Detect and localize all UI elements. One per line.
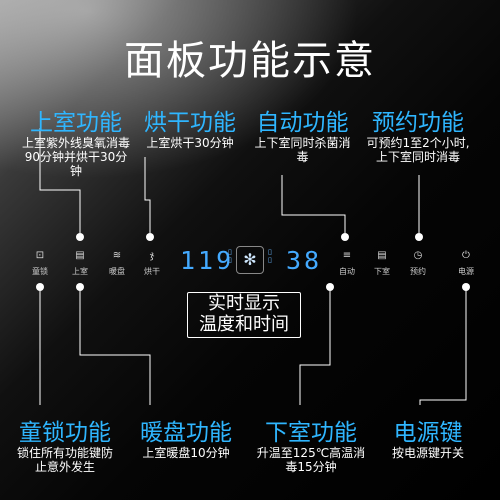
callout-dry: 烘干功能 上室烘干30分钟 (135, 110, 245, 150)
connector-dot (76, 233, 84, 241)
display-caption-line1: 实时显示 (208, 293, 280, 314)
callout-desc: 上下室同时杀菌消毒 (254, 136, 351, 164)
warm-plate-icon: ≋ (112, 250, 122, 261)
key-warm-plate[interactable]: ≋ 暖盘 (97, 250, 137, 277)
key-label: 烘干 (144, 267, 160, 276)
callout-auto: 自动功能 上下室同时杀菌消毒 (250, 110, 355, 164)
connector-dot (341, 233, 349, 241)
key-label: 自动 (339, 267, 355, 276)
callout-power: 电源键 按电源键开关 (378, 420, 478, 460)
callout-title: 烘干功能 (144, 110, 236, 136)
callout-title: 自动功能 (256, 110, 349, 136)
auto-icon: ≡ (342, 250, 352, 261)
callout-lower-chamber: 下室功能 升温至125℃高温消毒15分钟 (255, 420, 367, 474)
temperature-display: 119 (180, 246, 235, 275)
display-indicator: ▯▯ (268, 248, 272, 264)
key-label: 预约 (410, 267, 426, 276)
key-power[interactable]: ⏻ 电源 (446, 250, 486, 277)
callout-desc: 按电源键开关 (391, 446, 464, 460)
callout-desc: 上室紫外线臭氧消毒90分钟并烘干30分钟 (21, 136, 130, 178)
callout-title: 下室功能 (265, 420, 357, 446)
connector-dot (462, 283, 470, 291)
key-lower-chamber[interactable]: ▤ 下室 (362, 250, 402, 277)
callout-desc: 可预约1至2个小时,上下室同时消毒 (366, 136, 470, 164)
callout-title: 童锁功能 (19, 420, 111, 446)
clock-icon: ◷ (413, 250, 423, 261)
key-label: 下室 (374, 267, 390, 276)
callout-child-lock: 童锁功能 锁住所有功能键防止意外发生 (15, 420, 115, 474)
dry-icon: ჯ (149, 250, 155, 261)
callout-desc: 升温至125℃高温消毒15分钟 (256, 446, 366, 474)
time-display: 38 (286, 246, 323, 275)
callout-schedule: 预约功能 可预约1至2个小时,上下室同时消毒 (362, 110, 474, 164)
connector-dot (146, 233, 154, 241)
lower-chamber-icon: ▤ (377, 250, 387, 261)
key-label: 童锁 (32, 267, 48, 276)
key-upper-chamber[interactable]: ▤ 上室 (60, 250, 100, 277)
connector-dot (76, 283, 84, 291)
fan-icon: ✻ (236, 246, 264, 274)
key-dry[interactable]: ჯ 烘干 (132, 250, 172, 277)
callout-title: 暖盘功能 (140, 420, 232, 446)
control-panel: ⊡ 童锁 ▤ 上室 ≋ 暖盘 ჯ 烘干 ≡ 自动 ▤ 下室 ◷ 预约 ⏻ 电源 (0, 250, 500, 290)
callout-title: 预约功能 (372, 110, 464, 136)
callout-upper-chamber: 上室功能 上室紫外线臭氧消毒90分钟并烘干30分钟 (20, 110, 132, 178)
connector-dot (326, 283, 334, 291)
key-schedule[interactable]: ◷ 预约 (398, 250, 438, 277)
display-caption-box: 实时显示 温度和时间 (187, 292, 301, 338)
callout-title: 上室功能 (30, 110, 122, 136)
key-label: 暖盘 (109, 267, 125, 276)
upper-chamber-icon: ▤ (75, 250, 85, 261)
key-child-lock[interactable]: ⊡ 童锁 (20, 250, 60, 277)
page-title: 面板功能示意 (124, 38, 376, 84)
key-label: 电源 (458, 267, 474, 276)
callout-warm-plate: 暖盘功能 上室暖盘10分钟 (130, 420, 242, 460)
key-auto[interactable]: ≡ 自动 (327, 250, 367, 277)
lock-icon: ⊡ (35, 250, 45, 261)
callout-desc: 上室烘干30分钟 (146, 136, 234, 150)
connector-dot (415, 233, 423, 241)
power-icon: ⏻ (462, 250, 470, 261)
callout-title: 电源键 (393, 420, 463, 446)
callout-desc: 锁住所有功能键防止意外发生 (16, 446, 113, 474)
display-indicator: ▯▯ (228, 248, 232, 264)
connector-dot (36, 283, 44, 291)
callout-desc: 上室暖盘10分钟 (142, 446, 230, 460)
key-label: 上室 (72, 267, 88, 276)
display-caption-line2: 温度和时间 (199, 314, 289, 335)
